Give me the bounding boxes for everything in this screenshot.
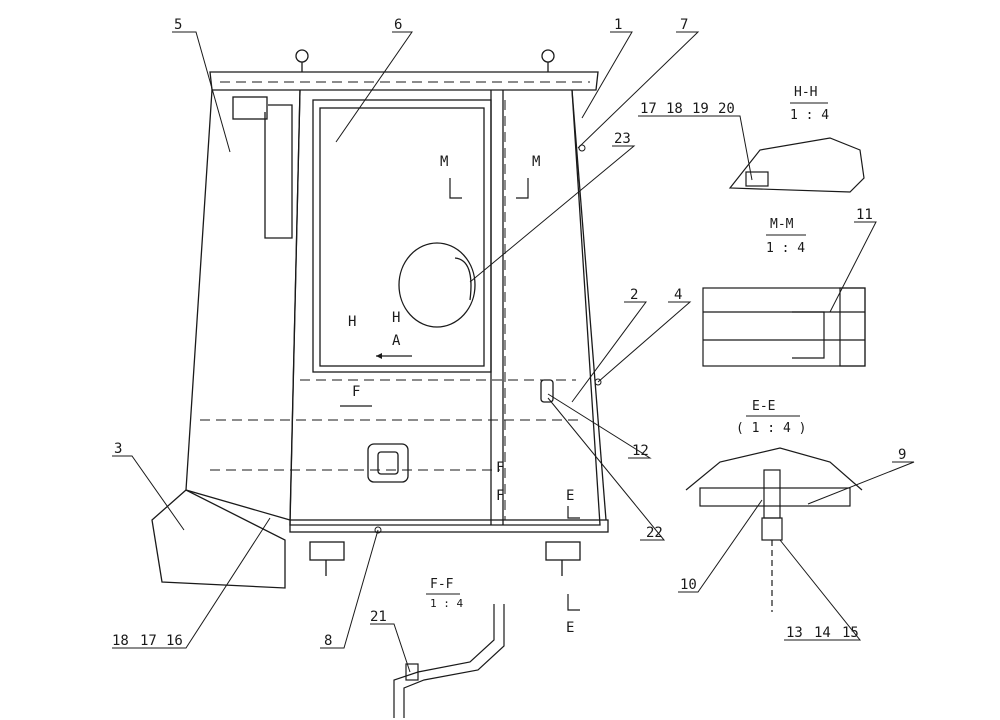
callout-group-14: 14: [814, 625, 831, 641]
callout-12: 12: [632, 443, 649, 459]
view-mark-m-left: M: [440, 154, 448, 170]
callout-8: 8: [324, 633, 332, 649]
section-ff-scale: 1 : 4: [430, 597, 463, 610]
callout-23: 23: [614, 131, 631, 147]
section-e-cutmarks: [567, 506, 580, 611]
callout-group-16: 16: [166, 633, 183, 649]
leader-lines: [112, 31, 915, 673]
view-mark-h-left: H: [348, 314, 356, 330]
callout-group-18: 18: [112, 633, 129, 649]
section-mm-title: M-M: [770, 217, 794, 232]
view-mark-e-top: E: [566, 488, 574, 504]
section-ee-title: E-E: [752, 399, 775, 414]
view-mark-a: A: [392, 333, 401, 349]
section-mm-scale: 1 : 4: [766, 241, 805, 256]
callout-22: 22: [646, 525, 663, 541]
callout-4: 4: [674, 287, 682, 303]
section-ff-title: F-F: [430, 577, 454, 592]
callout-2: 2: [630, 287, 638, 303]
callout-1: 1: [614, 17, 622, 33]
callout-5: 5: [174, 17, 182, 33]
callout-10: 10: [680, 577, 697, 593]
callout-11: 11: [856, 207, 873, 223]
section-ee-scale: ( 1 : 4 ): [736, 421, 806, 436]
callout-group-17: 17: [140, 633, 157, 649]
callout-group-hh-18: 18: [666, 101, 683, 117]
section-ee-detail: [685, 447, 863, 612]
callout-3: 3: [114, 441, 122, 457]
callout-group-hh-19: 19: [692, 101, 709, 117]
section-hh-scale: 1 : 4: [790, 108, 829, 123]
section-ff-detail: [393, 604, 505, 718]
cab-frame: [151, 49, 609, 589]
section-mm-detail: [702, 287, 866, 367]
callout-6: 6: [394, 17, 402, 33]
callout-9: 9: [898, 447, 906, 463]
callout-group-hh-17: 17: [640, 101, 657, 117]
callout-21: 21: [370, 609, 387, 625]
view-mark-e-bottom: E: [566, 620, 574, 636]
view-mark-f-right-2: F: [496, 488, 504, 504]
view-mark-h-right: H: [392, 310, 400, 326]
view-mark-m-right: M: [532, 154, 540, 170]
callout-7: 7: [680, 17, 688, 33]
view-mark-f-right-1: F: [496, 460, 504, 476]
section-hh-detail: [728, 137, 865, 193]
callout-group-13: 13: [786, 625, 803, 641]
hidden-lines: [200, 81, 590, 520]
view-mark-f-arrow: F: [352, 384, 360, 400]
callout-group-15: 15: [842, 625, 859, 641]
callout-group-hh-20: 20: [718, 101, 735, 117]
section-hh-title: H-H: [794, 85, 817, 100]
fastener-marks: [374, 144, 602, 534]
